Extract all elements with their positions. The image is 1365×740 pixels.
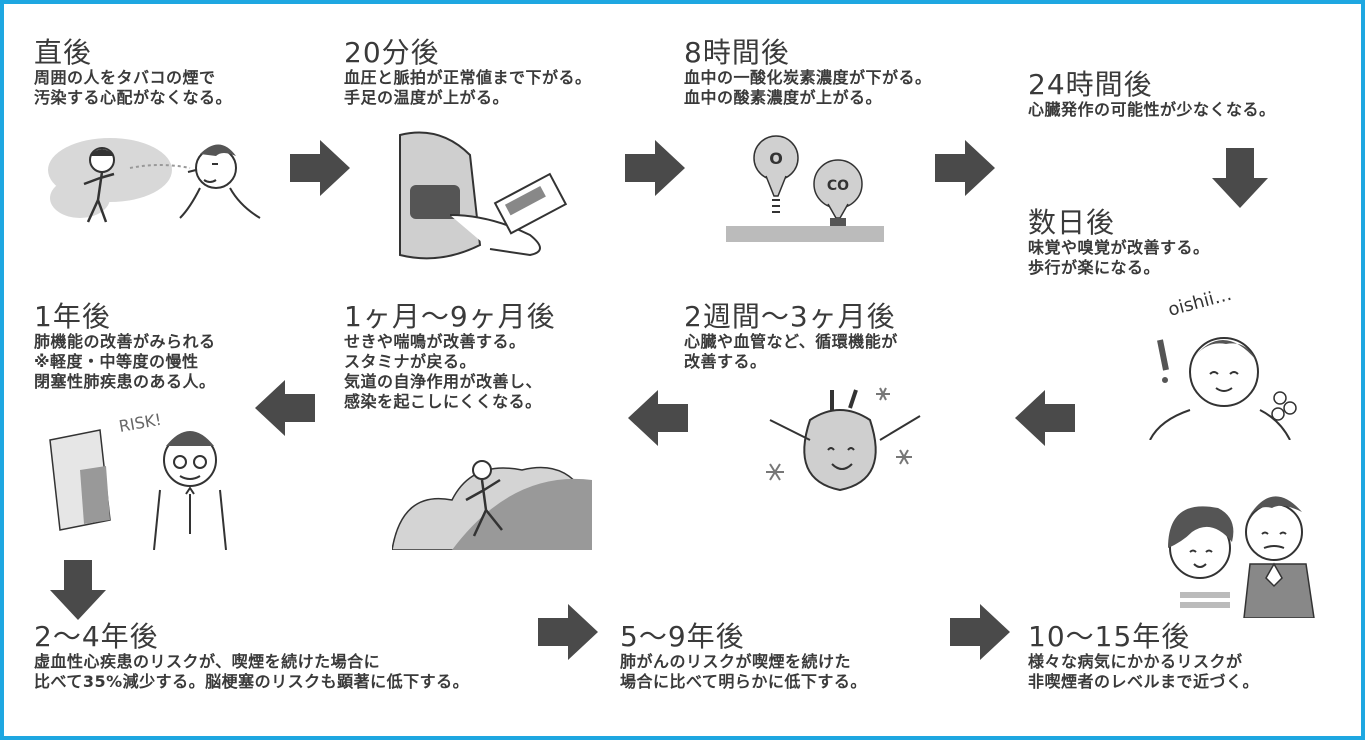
description-line: 汚染する心配がなくなる。 bbox=[34, 88, 233, 107]
couple-illustration bbox=[1168, 496, 1315, 618]
description-line: 肺機能の改善がみられる bbox=[34, 332, 216, 351]
stage-10-15-years: 10～15年後 様々な病気にかかるリスクが 非喫煙者のレベルまで近づく。 bbox=[1028, 622, 1259, 692]
stage-description: せきや喘鳴が改善する。 スタミナが戻る。 気道の自浄作用が改善し、 感染を起こし… bbox=[344, 332, 556, 412]
stage-description: 肺機能の改善がみられる ※軽度・中等度の慢性 閉塞性肺疾患のある人。 bbox=[34, 332, 216, 392]
arrow-down-icon bbox=[50, 560, 106, 620]
stage-immediately: 直後 周囲の人をタバコの煙で 汚染する心配がなくなる。 bbox=[34, 38, 232, 108]
smoker-and-child-illustration bbox=[48, 138, 261, 223]
doctor-risk-chart-illustration: RISK! bbox=[49, 410, 227, 550]
stage-description: 心臓や血管など、循環機能が 改善する。 bbox=[684, 332, 898, 372]
arrow-right-icon bbox=[625, 140, 685, 196]
arrow-left-icon bbox=[255, 380, 315, 436]
stage-title: 8時間後 bbox=[684, 36, 790, 69]
stage-description: 心臓発作の可能性が少なくなる。 bbox=[1028, 100, 1276, 120]
stage-1-year: 1年後 肺機能の改善がみられる ※軽度・中等度の慢性 閉塞性肺疾患のある人。 bbox=[34, 302, 216, 392]
stage-description: 周囲の人をタバコの煙で 汚染する心配がなくなる。 bbox=[34, 68, 232, 108]
stage-title: 2～4年後 bbox=[34, 620, 159, 653]
description-line: 血圧と脈拍が正常値まで下がる。 bbox=[344, 68, 592, 87]
arrow-right-icon bbox=[950, 604, 1010, 660]
stage-title: 数日後 bbox=[1028, 206, 1116, 239]
stage-title: 2週間～3ヶ月後 bbox=[684, 300, 896, 333]
description-line: 肺がんのリスクが喫煙を続けた bbox=[620, 652, 852, 671]
stage-description: 血圧と脈拍が正常値まで下がる。 手足の温度が上がる。 bbox=[344, 68, 592, 108]
stage-description: 味覚や嗅覚が改善する。 歩行が楽になる。 bbox=[1028, 238, 1210, 278]
arrow-down-icon bbox=[1212, 148, 1268, 208]
oishii-label: oishii… bbox=[1166, 284, 1234, 321]
description-line: 様々な病気にかかるリスクが bbox=[1028, 652, 1243, 671]
stage-title: 直後 bbox=[34, 36, 93, 69]
description-line: 閉塞性肺疾患のある人。 bbox=[34, 372, 216, 391]
arrow-right-icon bbox=[538, 604, 598, 660]
stage-2-4-years: 2～4年後 虚血性心疾患のリスクが、喫煙を続けた場合に 比べて35%減少する。脳… bbox=[34, 622, 469, 692]
stage-description: 様々な病気にかかるリスクが 非喫煙者のレベルまで近づく。 bbox=[1028, 652, 1259, 692]
risk-label: RISK! bbox=[117, 410, 163, 436]
description-line: 周囲の人をタバコの煙で bbox=[34, 68, 216, 87]
stage-description: 虚血性心疾患のリスクが、喫煙を続けた場合に 比べて35%減少する。脳梗塞のリスク… bbox=[34, 652, 469, 692]
description-line: 心臓や血管など、循環機能が bbox=[684, 332, 898, 351]
stage-title: 24時間後 bbox=[1028, 68, 1153, 101]
description-line: 気道の自浄作用が改善し、 bbox=[344, 372, 543, 391]
stage-1-9-months: 1ヶ月～9ヶ月後 せきや喘鳴が改善する。 スタミナが戻る。 気道の自浄作用が改善… bbox=[344, 302, 556, 412]
stage-20-minutes: 20分後 血圧と脈拍が正常値まで下がる。 手足の温度が上がる。 bbox=[344, 38, 592, 108]
description-line: せきや喘鳴が改善する。 bbox=[344, 332, 526, 351]
tasting-girl-illustration: oishii… bbox=[1149, 284, 1297, 440]
description-line: 場合に比べて明らかに低下する。 bbox=[620, 672, 867, 691]
description-line: 歩行が楽になる。 bbox=[1028, 258, 1161, 277]
stage-few-days: 数日後 味覚や嗅覚が改善する。 歩行が楽になる。 bbox=[1028, 208, 1210, 278]
stage-title: 1年後 bbox=[34, 300, 111, 333]
description-line: 手足の温度が上がる。 bbox=[344, 88, 510, 107]
stage-5-9-years: 5～9年後 肺がんのリスクが喫煙を続けた 場合に比べて明らかに低下する。 bbox=[620, 622, 867, 692]
arrow-right-icon bbox=[935, 140, 995, 196]
stage-8-hours: 8時間後 血中の一酸化炭素濃度が下がる。 血中の酸素濃度が上がる。 bbox=[684, 38, 932, 108]
oxygen-co-balloons-illustration: O CO bbox=[726, 135, 884, 242]
stage-title: 20分後 bbox=[344, 36, 440, 69]
blood-pressure-illustration bbox=[399, 131, 568, 260]
arrow-left-icon bbox=[628, 390, 688, 446]
stage-title: 5～9年後 bbox=[620, 620, 745, 653]
description-line: 心臓発作の可能性が少なくなる。 bbox=[1028, 100, 1276, 119]
description-line: 比べて35%減少する。脳梗塞のリスクも顕著に低下する。 bbox=[34, 672, 470, 691]
description-line: 血中の酸素濃度が上がる。 bbox=[684, 88, 883, 107]
description-line: 虚血性心疾患のリスクが、喫煙を続けた場合に bbox=[34, 652, 381, 671]
co-label: CO bbox=[827, 178, 849, 194]
stage-2-weeks-3-months: 2週間～3ヶ月後 心臓や血管など、循環機能が 改善する。 bbox=[684, 302, 898, 372]
description-line: 感染を起こしにくくなる。 bbox=[344, 392, 542, 411]
runner-hill-illustration bbox=[392, 460, 592, 550]
description-line: 血中の一酸化炭素濃度が下がる。 bbox=[684, 68, 932, 87]
description-line: 改善する。 bbox=[684, 352, 767, 371]
description-line: 非喫煙者のレベルまで近づく。 bbox=[1028, 672, 1260, 691]
arrow-right-icon bbox=[290, 140, 350, 196]
stage-24-hours: 24時間後 心臓発作の可能性が少なくなる。 bbox=[1028, 70, 1276, 120]
description-line: ※軽度・中等度の慢性 bbox=[34, 352, 199, 371]
description-line: 味覚や嗅覚が改善する。 bbox=[1028, 238, 1210, 257]
oxygen-label: O bbox=[769, 149, 783, 168]
stage-description: 肺がんのリスクが喫煙を続けた 場合に比べて明らかに低下する。 bbox=[620, 652, 867, 692]
stage-title: 1ヶ月～9ヶ月後 bbox=[344, 300, 556, 333]
arrow-left-icon bbox=[1015, 390, 1075, 446]
stage-title: 10～15年後 bbox=[1028, 620, 1191, 653]
happy-heart-illustration bbox=[766, 387, 921, 492]
description-line: スタミナが戻る。 bbox=[344, 352, 477, 371]
stage-description: 血中の一酸化炭素濃度が下がる。 血中の酸素濃度が上がる。 bbox=[684, 68, 932, 108]
